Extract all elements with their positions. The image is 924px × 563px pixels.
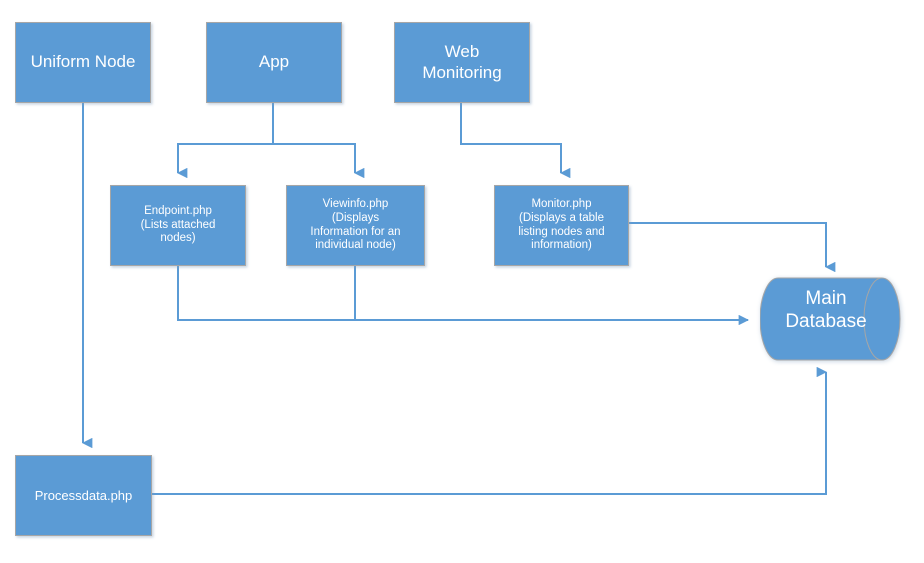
node-monitor-php-label: Monitor.php (Displays a table listing no… [518, 198, 605, 252]
database-cylinder-body [760, 277, 901, 361]
node-processdata-php-label: Processdata.php [34, 487, 133, 503]
node-uniform-node[interactable]: Uniform Node [15, 22, 151, 103]
connector-web-monitoring-to-monitor [460, 102, 571, 179]
connector-endpoint-to-database [177, 265, 750, 326]
node-viewinfo-php[interactable]: Viewinfo.php (Displays Information for a… [286, 185, 425, 266]
node-web-monitoring-label: Web Monitoring [422, 42, 502, 82]
node-viewinfo-php-label: Viewinfo.php (Displays Information for a… [310, 198, 401, 252]
node-endpoint-php-label: Endpoint.php (Lists attached nodes) [140, 205, 216, 245]
connector-app-to-endpoint [176, 102, 274, 179]
node-app-label: App [258, 52, 290, 72]
node-app[interactable]: App [206, 22, 342, 103]
node-uniform-node-label: Uniform Node [30, 52, 136, 72]
connector-processdata-to-database [152, 366, 828, 495]
node-web-monitoring[interactable]: Web Monitoring [394, 22, 530, 103]
connector-app-to-viewinfo [272, 102, 365, 179]
connector-monitor-to-database [628, 222, 836, 273]
database-cylinder-arc [863, 277, 883, 361]
node-monitor-php[interactable]: Monitor.php (Displays a table listing no… [494, 185, 629, 266]
node-processdata-php[interactable]: Processdata.php [15, 455, 152, 536]
node-main-database[interactable] [760, 276, 906, 364]
node-endpoint-php[interactable]: Endpoint.php (Lists attached nodes) [110, 185, 246, 266]
